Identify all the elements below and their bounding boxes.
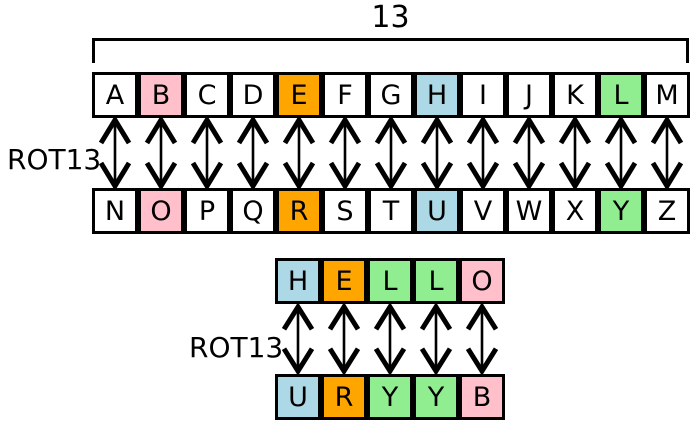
double-headed-arrow-icon [281, 304, 315, 374]
letter-cell: B [459, 374, 505, 420]
alphabet-row-a-to-m: A B C D E F G H I J K L M [92, 72, 690, 118]
arrow-slot [138, 117, 184, 189]
arrow-slot [276, 117, 322, 189]
double-headed-arrow-icon [465, 304, 499, 374]
letter-cell: F [322, 72, 368, 118]
double-headed-arrow-icon [650, 117, 684, 189]
rot13-label-example: ROT13 [189, 331, 284, 364]
letter-cell: E [321, 258, 367, 304]
double-headed-arrow-icon [144, 117, 178, 189]
arrow-slot [460, 117, 506, 189]
double-headed-arrow-icon [374, 117, 408, 189]
arrow-slot [275, 304, 321, 374]
letter-cell: A [92, 72, 138, 118]
arrow-slot [368, 117, 414, 189]
alphabet-row-n-to-z: N O P Q R S T U V W X Y Z [92, 188, 690, 234]
double-headed-arrow-icon [98, 117, 132, 189]
letter-cell: H [414, 72, 460, 118]
example-ciphertext-row: U R Y Y B [275, 374, 505, 420]
letter-cell: P [184, 188, 230, 234]
letter-cell: Z [644, 188, 690, 234]
letter-cell: G [368, 72, 414, 118]
letter-cell: C [184, 72, 230, 118]
letter-cell: H [275, 258, 321, 304]
span-13-bracket [92, 38, 689, 63]
arrow-slot [184, 117, 230, 189]
letter-cell: Y [598, 188, 644, 234]
letter-cell: Y [367, 374, 413, 420]
double-headed-arrow-icon [328, 117, 362, 189]
letter-cell: K [552, 72, 598, 118]
letter-cell: Q [230, 188, 276, 234]
letter-cell: L [598, 72, 644, 118]
alphabet-arrows-band [92, 117, 690, 189]
letter-cell: D [230, 72, 276, 118]
double-headed-arrow-icon [327, 304, 361, 374]
letter-cell: Y [413, 374, 459, 420]
letter-cell: J [506, 72, 552, 118]
arrow-slot [552, 117, 598, 189]
double-headed-arrow-icon [236, 117, 270, 189]
double-headed-arrow-icon [419, 304, 453, 374]
rot13-label-alphabet: ROT13 [7, 143, 102, 176]
letter-cell: W [506, 188, 552, 234]
double-headed-arrow-icon [466, 117, 500, 189]
letter-cell: U [414, 188, 460, 234]
arrow-slot [321, 304, 367, 374]
letter-cell: V [460, 188, 506, 234]
arrow-slot [413, 304, 459, 374]
example-plaintext-row: H E L L O [275, 258, 505, 304]
letter-cell: M [644, 72, 690, 118]
arrow-slot [459, 304, 505, 374]
arrow-slot [506, 117, 552, 189]
double-headed-arrow-icon [190, 117, 224, 189]
letter-cell: S [322, 188, 368, 234]
letter-cell: O [459, 258, 505, 304]
double-headed-arrow-icon [512, 117, 546, 189]
letter-cell: N [92, 188, 138, 234]
double-headed-arrow-icon [282, 117, 316, 189]
double-headed-arrow-icon [373, 304, 407, 374]
span-13-label: 13 [371, 0, 410, 35]
arrow-slot [598, 117, 644, 189]
letter-cell: L [367, 258, 413, 304]
letter-cell: E [276, 72, 322, 118]
letter-cell: I [460, 72, 506, 118]
letter-cell: L [413, 258, 459, 304]
arrow-slot [322, 117, 368, 189]
letter-cell: R [321, 374, 367, 420]
arrow-slot [414, 117, 460, 189]
example-arrows-band [275, 304, 505, 374]
arrow-slot [230, 117, 276, 189]
double-headed-arrow-icon [604, 117, 638, 189]
double-headed-arrow-icon [420, 117, 454, 189]
letter-cell: B [138, 72, 184, 118]
letter-cell: O [138, 188, 184, 234]
arrow-slot [367, 304, 413, 374]
arrow-slot [92, 117, 138, 189]
arrow-slot [644, 117, 690, 189]
letter-cell: R [276, 188, 322, 234]
double-headed-arrow-icon [558, 117, 592, 189]
letter-cell: T [368, 188, 414, 234]
letter-cell: U [275, 374, 321, 420]
letter-cell: X [552, 188, 598, 234]
